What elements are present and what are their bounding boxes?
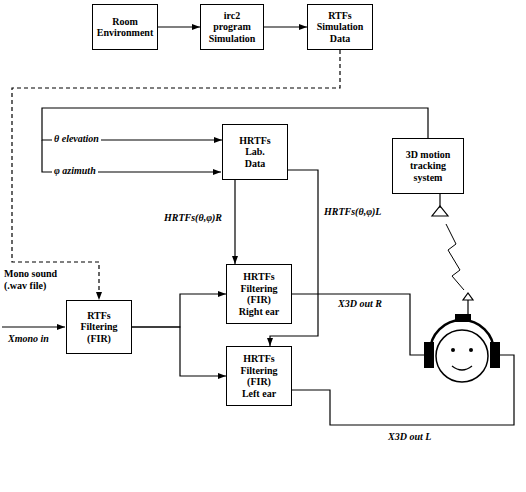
box-text: irc2 program Simulation (208, 10, 256, 45)
box-text: HRTFs Filtering (FIR) Left ear (237, 353, 281, 399)
box-text: RTFs Filtering (FIR) (77, 310, 121, 345)
tracker-antenna (432, 194, 448, 216)
signal-label: X3D out L (388, 431, 431, 443)
box-text: Room Environment (96, 16, 154, 39)
process-box: 3D motion tracking system (392, 138, 464, 194)
signal-label: HRTFs(θ,φ)R (164, 212, 222, 224)
connector (158, 26, 200, 27)
connector (264, 26, 307, 27)
connector (132, 294, 226, 327)
input-arrow (2, 326, 65, 327)
signal-label: φ azimuth (52, 165, 98, 177)
process-box: RTFs Filtering (FIR) (66, 300, 132, 354)
process-box: HRTFs Lab. Data (222, 124, 288, 180)
process-box: Room Environment (92, 4, 158, 50)
box-text: HRTFs Filtering (FIR) Right ear (237, 271, 281, 317)
signal-label: θ elevation (52, 133, 101, 145)
process-box: HRTFs Filtering (FIR) Right ear (226, 264, 292, 324)
signal-label: HRTFs(θ,φ)L (324, 206, 381, 218)
wireless-link (446, 224, 464, 290)
output-wire-right (292, 294, 424, 355)
signal-label: Mono sound (.wav file) (4, 268, 64, 291)
box-text: RTFs Simulation Data (314, 10, 366, 45)
process-box: HRTFs Filtering (FIR) Left ear (226, 346, 292, 406)
process-box: RTFs Simulation Data (307, 4, 373, 50)
signal-label: Xmono in (8, 333, 49, 345)
connector (132, 327, 226, 376)
process-box: irc2 program Simulation (200, 4, 264, 50)
connector (12, 50, 340, 300)
connector (234, 180, 235, 264)
box-text: HRTFs Lab. Data (237, 135, 273, 170)
listener-head (424, 293, 500, 382)
signal-label: X3D out R (338, 298, 382, 310)
box-text: 3D motion tracking system (404, 149, 452, 184)
